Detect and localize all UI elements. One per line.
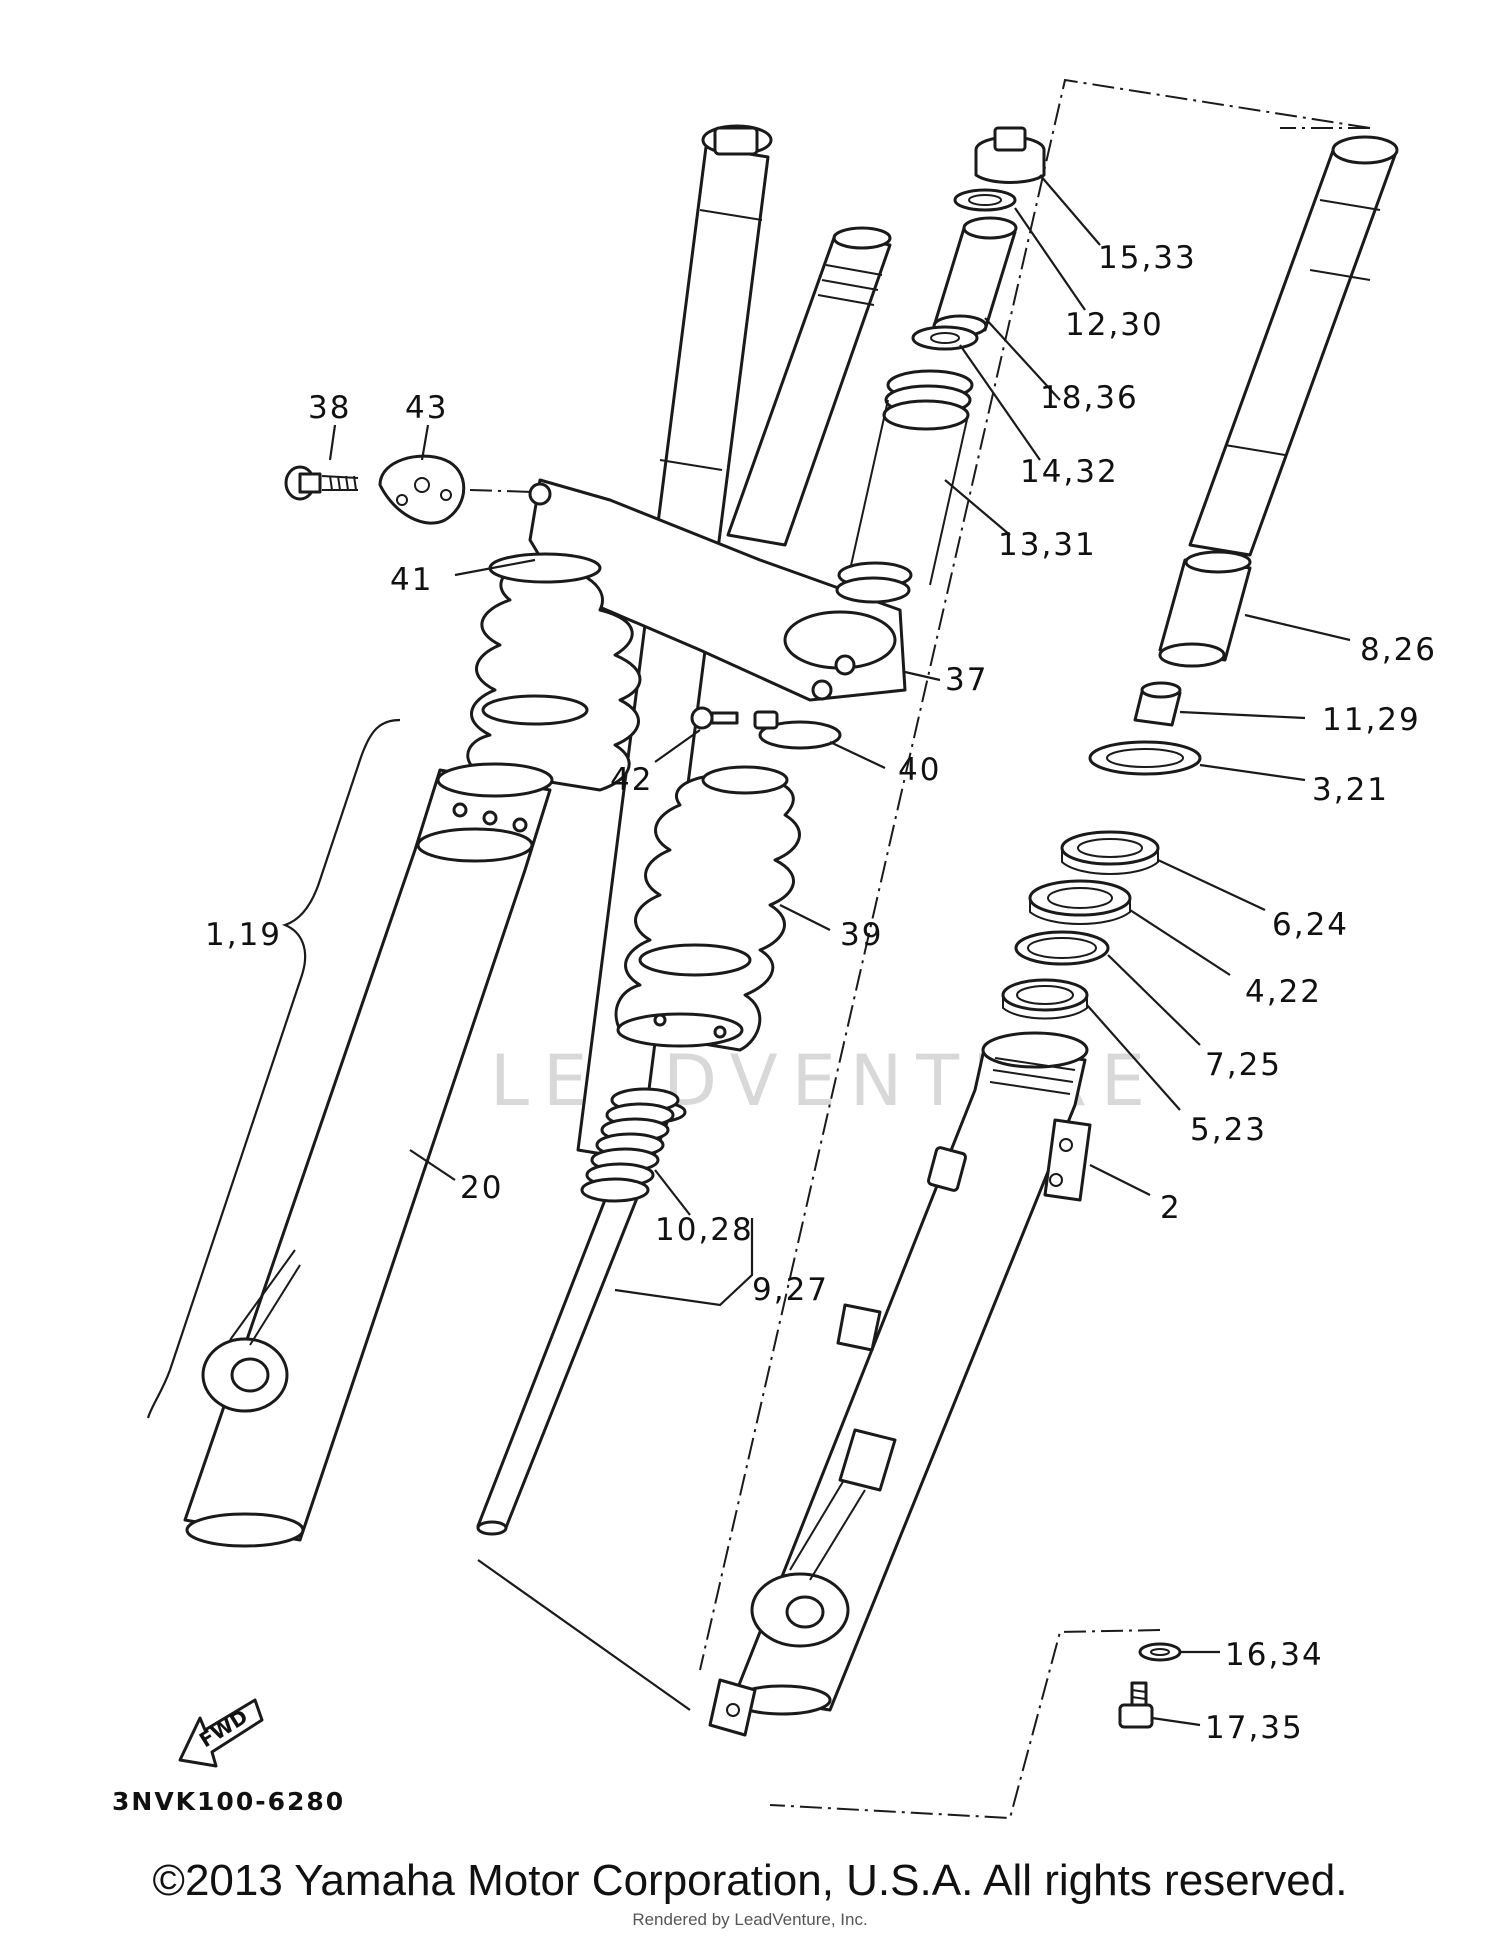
copyright-notice: ©2013 Yamaha Motor Corporation, U.S.A. A… — [152, 1856, 1348, 1905]
leader-lines — [146, 174, 1351, 1727]
callout-11-29: 11,29 — [1322, 702, 1421, 738]
circlip-3-21 — [1088, 740, 1202, 776]
plate-43 — [378, 454, 466, 525]
diagram-code: 3NVK100-6280 — [112, 1787, 345, 1816]
screw-42 — [690, 706, 739, 730]
cap-bolt-15-33 — [974, 126, 1046, 184]
callout-20: 20 — [460, 1170, 503, 1206]
oil-seal-clip-7-25 — [1014, 930, 1110, 966]
bolt-axis-dash — [469, 489, 536, 493]
callout-37: 37 — [945, 662, 988, 698]
callout-13-31: 13,31 — [998, 527, 1097, 563]
dust-seal-6-24 — [1060, 830, 1160, 875]
oil-lock-piece-11-29 — [1133, 681, 1182, 727]
lower-bracket — [528, 478, 907, 702]
right-inner-tube — [1188, 135, 1399, 557]
callout-6-24: 6,24 — [1272, 907, 1349, 943]
right-axis-dash — [699, 78, 1371, 1671]
center-spacer-collar — [932, 216, 1018, 338]
callout-18-36: 18,36 — [1040, 380, 1139, 416]
right-fork-boot — [614, 765, 801, 1052]
callout-1-19: 1,19 — [205, 917, 282, 953]
callout-4-22: 4,22 — [1245, 974, 1322, 1010]
callout-38: 38 — [308, 390, 351, 426]
callout-12-30: 12,30 — [1065, 307, 1164, 343]
oring-12-30 — [953, 188, 1017, 212]
left-fork-cap — [713, 126, 759, 156]
washer-16-34 — [1138, 1642, 1182, 1662]
callout-43: 43 — [405, 390, 448, 426]
callout-9-27: 9,27 — [752, 1272, 829, 1308]
callout-39: 39 — [840, 917, 883, 953]
callout-7-25: 7,25 — [1205, 1047, 1282, 1083]
washer-5-23 — [1001, 978, 1089, 1020]
callout-2: 2 — [1160, 1190, 1182, 1226]
callout-17-35: 17,35 — [1205, 1710, 1304, 1746]
callout-40: 40 — [898, 752, 941, 788]
drain-bolt-17-35 — [1118, 1681, 1154, 1729]
fork-spring — [835, 369, 974, 604]
callout-42: 42 — [610, 762, 653, 798]
callout-8-26: 8,26 — [1360, 632, 1437, 668]
left-outer-tube — [183, 762, 554, 1548]
rebound-spring — [580, 1087, 680, 1203]
callout-14-32: 14,32 — [1020, 454, 1119, 490]
oil-seal-4-22 — [1028, 879, 1132, 925]
spring-seat-washer — [911, 325, 979, 351]
callout-15-33: 15,33 — [1098, 240, 1197, 276]
fwd-arrow-icon: FWD — [178, 1698, 264, 1768]
right-outer-tube — [708, 1031, 1092, 1737]
damper-axis-line — [477, 1559, 691, 1711]
callout-5-23: 5,23 — [1190, 1112, 1267, 1148]
rendered-by-credit: Rendered by LeadVenture, Inc. — [632, 1910, 868, 1929]
callout-16-34: 16,34 — [1225, 1637, 1324, 1673]
left-fork-boot — [466, 552, 642, 792]
callout-3-21: 3,21 — [1312, 772, 1389, 808]
callout-41: 41 — [390, 562, 433, 598]
callout-10-28: 10,28 — [655, 1212, 754, 1248]
drain-axis-dash — [769, 1629, 1161, 1820]
bolt-38 — [284, 465, 359, 501]
slide-bushing-8-26 — [1158, 550, 1252, 668]
steering-stem — [726, 226, 892, 547]
boot-band-40 — [753, 710, 842, 750]
